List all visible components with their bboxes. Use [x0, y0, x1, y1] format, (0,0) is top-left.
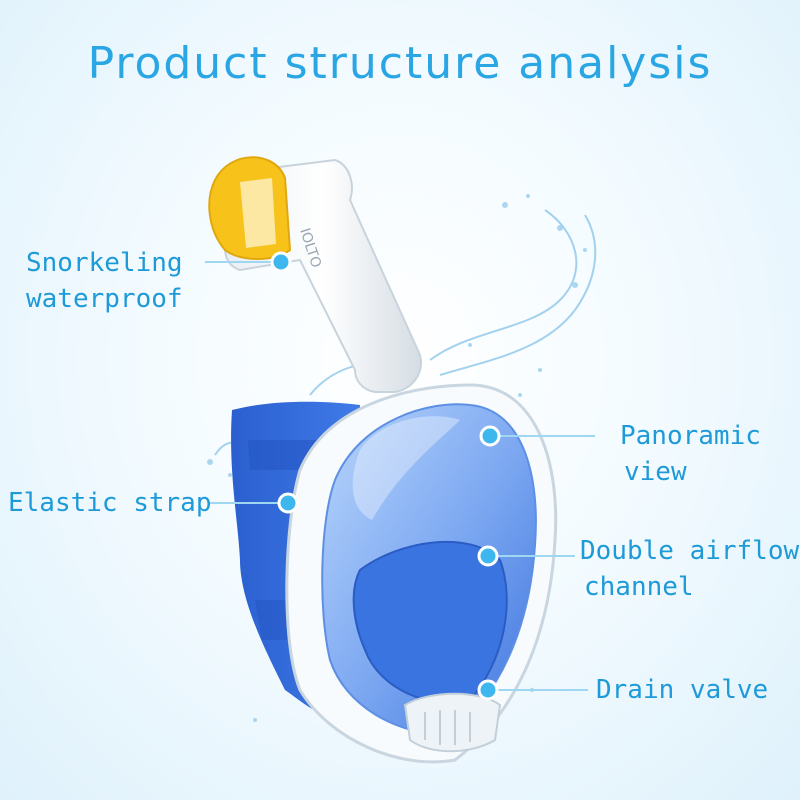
label-elastic-strap-line1: Elastic strap — [8, 488, 212, 518]
label-double-airflow-channel: Double airflow channel — [580, 533, 799, 605]
callout-drain — [477, 679, 588, 701]
water-splash — [214, 209, 597, 456]
label-panoramic-line2: view — [624, 457, 687, 487]
callout-airflow — [477, 545, 575, 567]
label-snorkeling-line2: waterproof — [26, 284, 183, 314]
label-panoramic-line1: Panoramic — [620, 421, 761, 451]
label-airflow-line2: channel — [584, 572, 694, 602]
label-drain-valve-line1: Drain valve — [596, 675, 769, 705]
callout-panoramic — [479, 425, 595, 447]
snorkel-tube: IOLTO — [208, 156, 422, 393]
callout-strap — [210, 492, 299, 514]
drain-valve — [403, 692, 502, 753]
callout-snorkel — [205, 251, 292, 273]
label-drain-valve: Drain valve — [596, 672, 768, 708]
label-elastic-strap: Elastic strap — [8, 485, 212, 521]
label-snorkeling-waterproof: Snorkeling waterproof — [26, 245, 183, 317]
page-title: Product structure analysis — [87, 38, 713, 89]
label-snorkeling-line1: Snorkeling — [26, 248, 183, 278]
label-panoramic-view: Panoramic view — [620, 418, 761, 490]
label-airflow-line1: Double airflow — [580, 536, 800, 566]
